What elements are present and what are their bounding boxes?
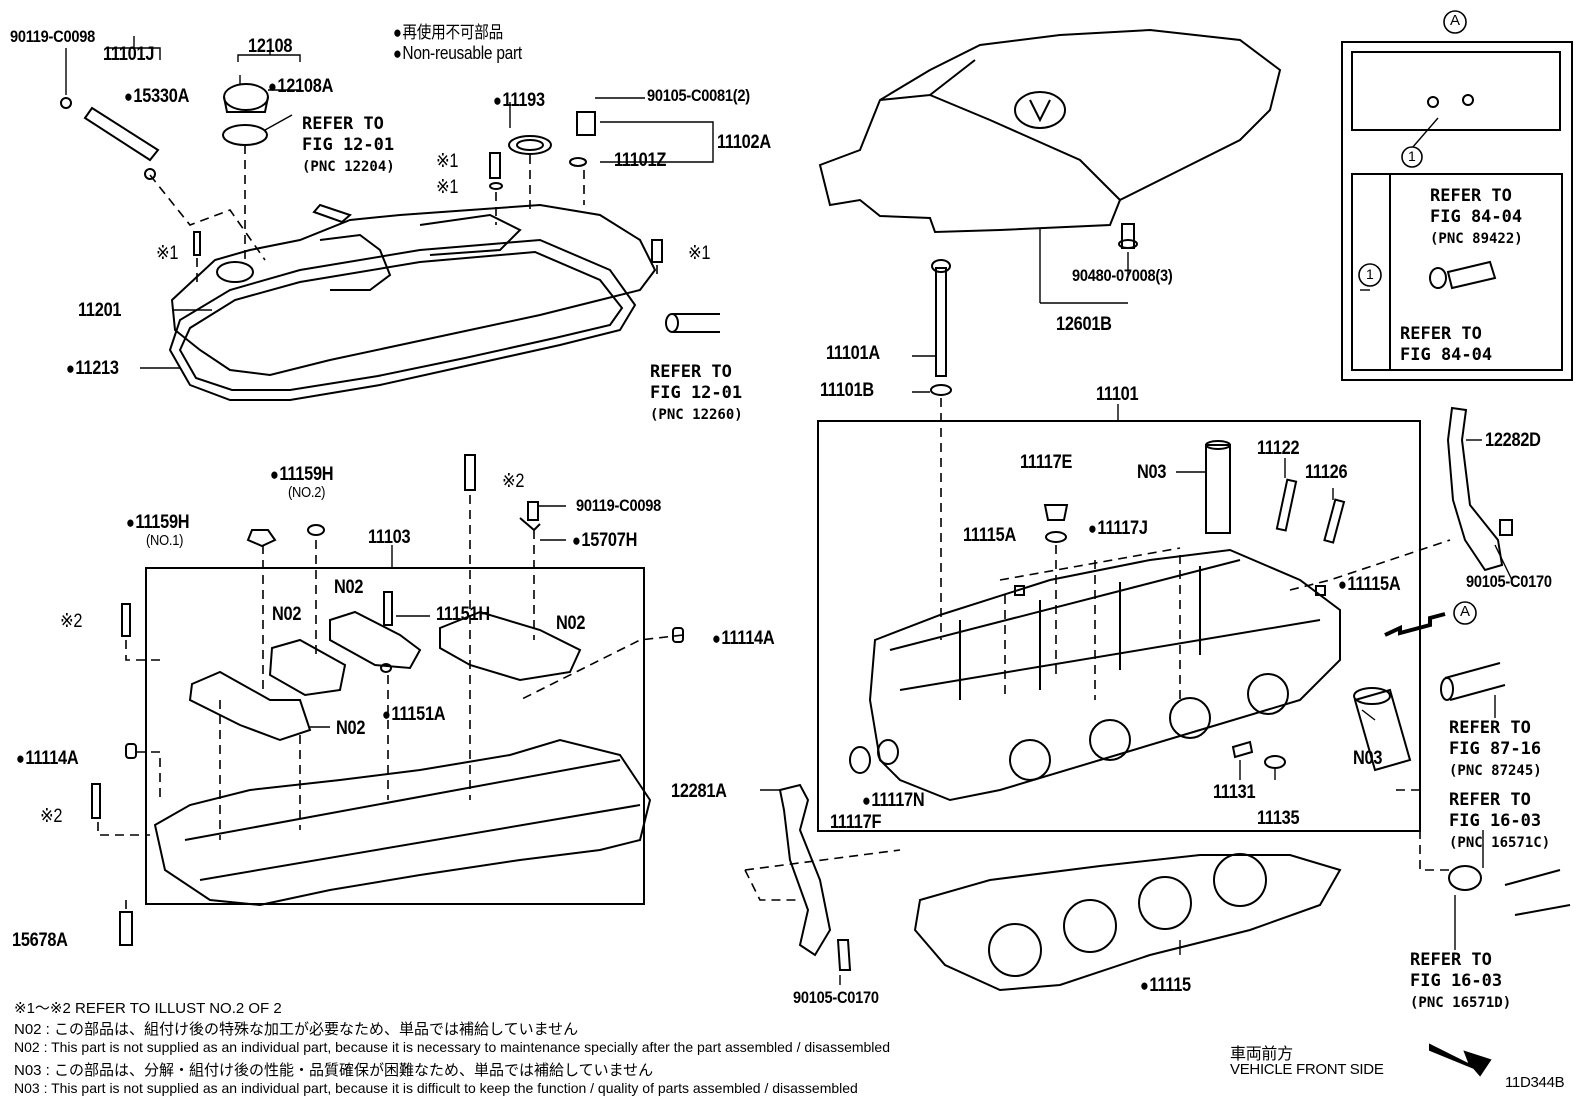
kome1-c: ※1 [156,243,179,264]
part-90119-c0098-mid[interactable]: 90119-C0098 [576,496,661,515]
part-11115a-right[interactable]: 11115A [1338,574,1400,596]
part-11101a[interactable]: 11101A [826,343,880,364]
part-11151a[interactable]: 11151A [382,704,445,726]
detail-a-frame [1341,41,1573,381]
part-11114a-right[interactable]: 11114A [712,628,774,650]
head-bolt [935,267,947,377]
cylinder-head [868,548,1341,802]
front-arrow [1429,1043,1492,1077]
part-90105-c0081[interactable]: 90105-C0081(2) [647,86,750,105]
part-11159h-no1[interactable]: 11159H [126,512,189,534]
part-no2: (NO.2) [288,484,326,501]
part-12108a[interactable]: 12108A [268,76,333,98]
legend-en: Non-reusable part [393,43,522,64]
note-n02-en: N02 : This part is not supplied as an in… [14,1039,890,1055]
part-12601b[interactable]: 12601B [1056,314,1112,335]
ref-fig-12-01-12260[interactable]: REFER TO FIG 12-01 (PNC 12260) [650,362,743,423]
part-11101j[interactable]: 11101J [103,44,155,65]
n03-pipe-top [1205,444,1231,534]
part-11101[interactable]: 11101 [1096,384,1139,405]
part-11117n[interactable]: 11117N [862,790,924,812]
legend-jp: 再使用不可部品 [393,18,503,43]
ref-fig-12-01-12204[interactable]: REFER TO FIG 12-01 (PNC 12204) [302,114,395,175]
part-11193[interactable]: 11193 [493,90,545,112]
part-n02-b[interactable]: N02 [334,577,364,598]
part-n02-d[interactable]: N02 [336,718,366,739]
kome2-a: ※2 [502,471,525,492]
circle-a-mid[interactable]: A [1460,603,1470,620]
part-15707h[interactable]: 15707H [572,530,637,552]
note-n03-jp: N03 : この部品は、分解・組付け後の性能・品質確保が困難なため、単品では補給… [14,1062,654,1079]
part-12281a[interactable]: 12281A [671,781,727,802]
illustration-id: 11D344B [1505,1074,1565,1091]
cam-cap-1 [188,670,312,742]
head-gasket [913,854,1342,992]
ref-fig-87-16[interactable]: REFER TO FIG 87-16 (PNC 87245) [1449,718,1542,779]
part-11135[interactable]: 11135 [1257,808,1300,829]
part-15678a[interactable]: 15678A [12,930,68,951]
kome1-b: ※1 [436,177,459,198]
part-90105-c0170-bottom[interactable]: 90105-C0170 [793,988,879,1007]
part-n03-right[interactable]: N03 [1353,748,1383,769]
ref-fig-84-04[interactable]: REFER TO FIG 84-04 [1400,324,1493,365]
part-11102a[interactable]: 11102A [717,132,771,153]
valve-cover [170,203,657,377]
circle-1-a: 1 [1408,148,1416,164]
part-n03-top[interactable]: N03 [1137,462,1167,483]
part-11126[interactable]: 11126 [1305,462,1348,483]
ref-fig-16-03-16571d[interactable]: REFER TO FIG 16-03 (PNC 16571D) [1410,950,1512,1011]
camshaft-housing [153,738,652,907]
part-11151h[interactable]: 11151H [436,604,490,625]
front-side-jp: 車両前方 [1230,1046,1293,1063]
part-11103[interactable]: 11103 [368,527,411,548]
part-11201[interactable]: 11201 [78,300,122,321]
part-11213[interactable]: 11213 [66,358,119,380]
part-12282d[interactable]: 12282D [1485,430,1541,451]
front-side-en: VEHICLE FRONT SIDE [1230,1061,1384,1078]
kome2-c: ※2 [40,806,63,827]
note-n03-en: N03 : This part is not supplied as an in… [14,1080,858,1096]
kome1-a: ※1 [436,151,459,172]
ref-fig-16-03-16571c[interactable]: REFER TO FIG 16-03 (PNC 16571C) [1449,790,1551,851]
part-90480-07008[interactable]: 90480-07008(3) [1072,266,1173,285]
cam-cap-4 [439,610,582,682]
part-15330a[interactable]: 15330A [124,86,189,108]
part-11114a-left[interactable]: 11114A [16,748,78,770]
part-11117f[interactable]: 11117F [830,812,882,833]
part-11117e[interactable]: 11117E [1020,452,1073,473]
ref-fig-84-04-89422[interactable]: REFER TO FIG 84-04 (PNC 89422) [1430,186,1523,247]
circle-a-top[interactable]: A [1450,12,1460,29]
part-11101z[interactable]: 11101Z [614,150,667,171]
camshaft-housing-frame [145,567,645,905]
cam-cap-3 [329,610,422,670]
kome1-d: ※1 [688,243,711,264]
valve-cover-gasket [168,238,637,401]
note-kome-refer: ※1～※2 REFER TO ILLUST NO.2 OF 2 [14,1000,282,1017]
part-12108[interactable]: 12108 [248,36,293,57]
part-90119-c0098-top[interactable]: 90119-C0098 [10,27,95,46]
circle-1-b: 1 [1366,266,1374,282]
part-no1: (NO.1) [146,532,184,549]
part-n02-c[interactable]: N02 [556,613,586,634]
part-11122[interactable]: 11122 [1257,438,1300,459]
part-11117j[interactable]: 11117J [1088,518,1148,540]
part-11131[interactable]: 11131 [1213,782,1256,803]
part-11101b[interactable]: 11101B [820,380,874,401]
cam-cap-2 [268,638,347,697]
part-11115[interactable]: 11115 [1140,975,1191,997]
part-n02-a[interactable]: N02 [272,604,302,625]
part-90105-c0170-right[interactable]: 90105-C0170 [1466,572,1552,591]
part-11159h-no2[interactable]: 11159H [270,464,333,486]
note-n02-jp: N02 : この部品は、組付け後の特殊な加工が必要なため、単品では補給していませ… [14,1021,579,1038]
part-11115a-left[interactable]: 11115A [963,525,1016,546]
engine-cover [818,28,1282,234]
kome2-b: ※2 [60,611,83,632]
